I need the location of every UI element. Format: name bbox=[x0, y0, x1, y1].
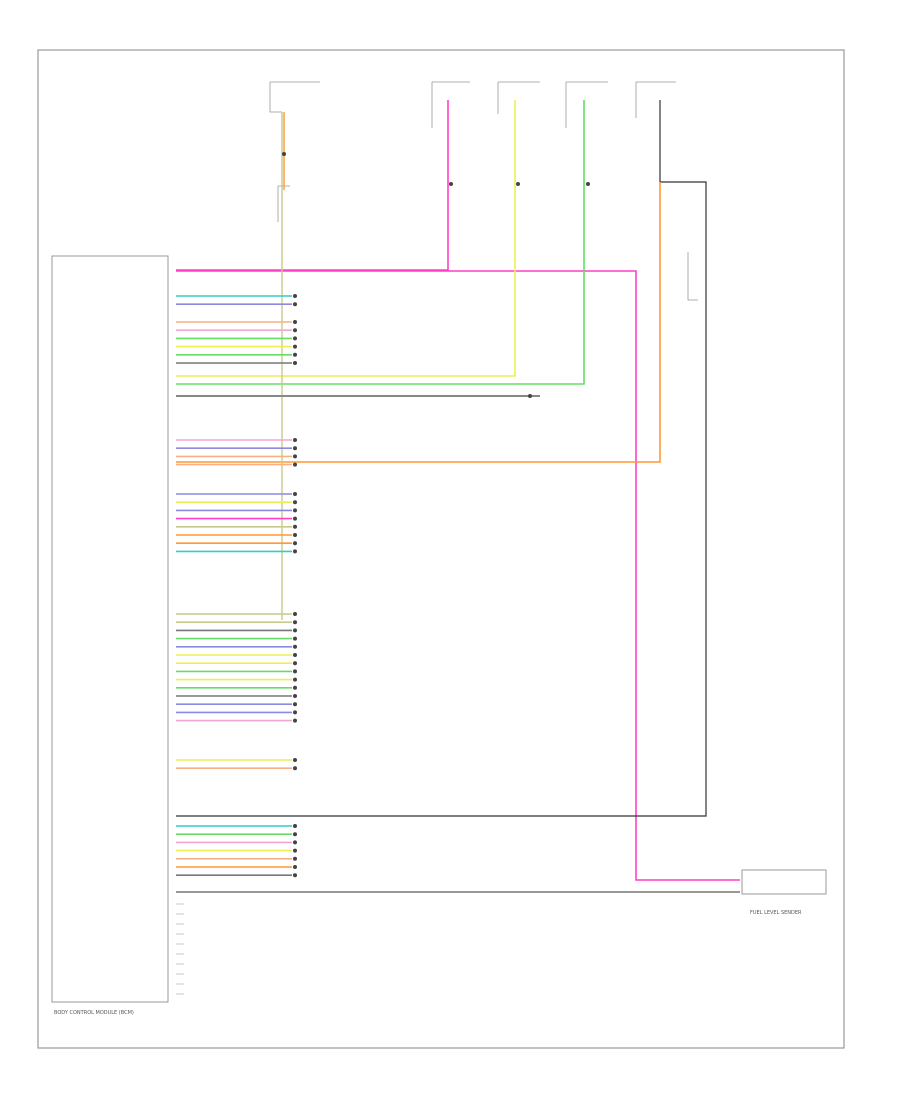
connector-terminal bbox=[293, 758, 297, 762]
connector-terminal bbox=[293, 832, 297, 837]
connector-terminal bbox=[293, 661, 297, 666]
bcm-pin-rows bbox=[176, 294, 297, 995]
wire-pink-hot-in-run bbox=[176, 100, 449, 271]
wire-orange-junction bbox=[176, 182, 661, 463]
hot-in-start-block bbox=[497, 81, 540, 114]
connector-terminal bbox=[293, 710, 297, 715]
junction-block-right bbox=[687, 252, 698, 301]
connector-terminal bbox=[293, 677, 297, 682]
connector-terminal bbox=[293, 438, 297, 442]
connector-terminal bbox=[293, 302, 297, 307]
connector-terminal bbox=[293, 344, 297, 349]
connector-terminal bbox=[293, 766, 297, 771]
fuel-level-sender-box bbox=[741, 869, 827, 895]
connector-terminal bbox=[293, 865, 297, 869]
connector-terminal bbox=[293, 446, 297, 451]
connector-terminal bbox=[293, 628, 297, 633]
splice-dot bbox=[282, 152, 286, 156]
connector-terminal bbox=[293, 840, 297, 845]
connector-terminal bbox=[293, 685, 297, 690]
connector-terminal bbox=[293, 702, 297, 707]
connector-terminal bbox=[293, 644, 297, 649]
connector-terminal bbox=[293, 873, 297, 878]
hot-in-run-block bbox=[431, 81, 470, 128]
connector-terminal bbox=[293, 549, 297, 554]
diagram-frame bbox=[37, 49, 845, 1049]
connector-terminal bbox=[293, 328, 297, 333]
connector-terminal bbox=[293, 352, 297, 357]
splice-dot bbox=[449, 182, 453, 186]
connector-terminal bbox=[293, 856, 297, 861]
connector-terminal bbox=[293, 636, 297, 641]
connector-terminal bbox=[293, 533, 297, 537]
splice-dot bbox=[528, 394, 532, 398]
splice-pack-block bbox=[277, 185, 290, 222]
connector-terminal bbox=[293, 492, 297, 496]
wire-yellow-hot-in-start bbox=[176, 100, 516, 377]
connector-terminal bbox=[293, 516, 297, 521]
hot-at-all-times-block-2 bbox=[565, 81, 608, 128]
connector-terminal bbox=[293, 361, 297, 365]
splice-dot bbox=[516, 182, 520, 186]
fuel-level-sender-label: FUEL LEVEL SENDER bbox=[750, 910, 802, 916]
connector-terminal bbox=[293, 508, 297, 513]
hot-at-all-times-block-1 bbox=[269, 81, 320, 113]
connector-terminal bbox=[293, 500, 297, 505]
bcm-module-label: BODY CONTROL MODULE (BCM) bbox=[54, 1010, 134, 1016]
top-supply-blocks bbox=[269, 81, 698, 301]
wire-black-ground-return bbox=[176, 100, 707, 817]
wire-pink-fuel-sender bbox=[176, 270, 740, 881]
connector-terminal bbox=[293, 669, 297, 674]
connector-terminal bbox=[293, 336, 297, 341]
wire-green-hot-at-all-times bbox=[176, 100, 585, 385]
connector-terminal bbox=[293, 320, 297, 324]
splice-dot bbox=[586, 182, 590, 186]
connector-terminal bbox=[293, 462, 297, 467]
connector-terminal bbox=[293, 694, 297, 698]
wire-layer bbox=[176, 100, 740, 893]
connector-terminal bbox=[293, 718, 297, 723]
connector-terminal bbox=[293, 294, 297, 298]
connector-terminal bbox=[293, 620, 297, 625]
connector-terminal bbox=[293, 653, 297, 657]
connector-terminal bbox=[293, 524, 297, 529]
connector-terminal bbox=[293, 541, 297, 546]
connector-terminal bbox=[293, 454, 297, 459]
hot-at-all-times-block-3 bbox=[635, 81, 676, 118]
connector-terminal bbox=[293, 612, 297, 616]
connector-terminal bbox=[293, 848, 297, 853]
connector-terminal bbox=[293, 824, 297, 828]
bcm-module-box bbox=[51, 255, 169, 1003]
